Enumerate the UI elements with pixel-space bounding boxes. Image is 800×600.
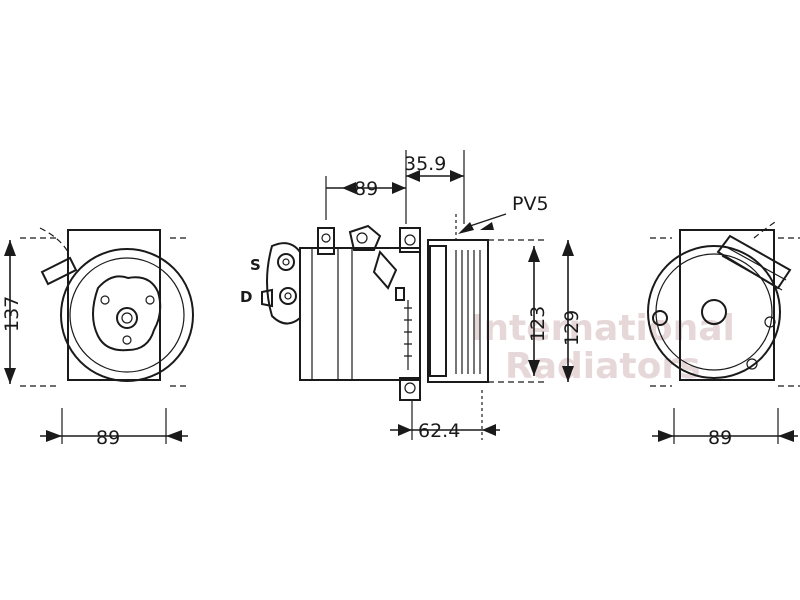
rear-view-center xyxy=(701,299,727,325)
side-view-port-flange xyxy=(261,288,273,308)
side-view-front-ear xyxy=(399,227,421,253)
side-view-suction-port-core xyxy=(282,258,290,266)
rear-view-extension-lines xyxy=(650,237,800,387)
dim-123-arrow-bottom xyxy=(528,360,540,376)
rear-view-ear-arc xyxy=(753,219,779,239)
front-view-ear-arc xyxy=(39,227,69,253)
dim-side-35-arrow xyxy=(450,170,464,182)
side-view-fitting-hole xyxy=(356,232,368,244)
side-view-front-ear-hole xyxy=(404,234,416,246)
suction-port-label: S xyxy=(250,256,261,274)
dim-89-left-arrow xyxy=(46,430,62,442)
dim-129-arrow-top xyxy=(562,240,574,256)
dim-123-arrow-top xyxy=(528,246,540,262)
dim-side-35-label: 35.9 xyxy=(404,153,446,175)
front-view-extension-lines xyxy=(20,237,186,387)
side-view: S D 89 35.9 PV5 123 129 xyxy=(240,150,583,442)
watermark: International Radiators xyxy=(470,308,735,387)
watermark-line-1: International xyxy=(470,308,735,349)
dim-62-arrow xyxy=(398,424,412,436)
rear-view-connector-lines xyxy=(721,247,787,291)
front-view-shaft-core xyxy=(121,312,133,324)
front-view-connector xyxy=(40,256,78,286)
dim-89-right-arrow xyxy=(778,430,794,442)
side-view-body-lines xyxy=(311,248,353,380)
watermark-line-2: Radiators xyxy=(505,346,701,387)
rear-view-housing xyxy=(679,229,775,381)
dim-side-89-label: 89 xyxy=(354,178,378,200)
rear-view-bolt xyxy=(746,358,758,370)
side-view-bottom-ear xyxy=(399,377,421,401)
side-view-port-block xyxy=(266,242,301,325)
dim-137-arrow-bottom xyxy=(4,368,16,384)
rear-view: 89 xyxy=(647,219,800,449)
front-view-mounting-plate xyxy=(67,229,161,381)
front-view-bolt xyxy=(145,295,155,305)
rear-view-outer xyxy=(647,245,781,379)
side-view-discharge-port xyxy=(279,287,297,305)
front-view-bolt xyxy=(100,295,110,305)
dim-129-label: 129 xyxy=(561,310,583,346)
dim-62-arrow xyxy=(482,424,496,436)
front-view-clutch-hub xyxy=(92,275,162,352)
dim-137-label: 137 xyxy=(1,296,23,332)
belt-type-label: PV5 xyxy=(512,193,549,215)
side-view-valve xyxy=(372,249,398,290)
side-view-discharge-port-core xyxy=(284,292,292,300)
dim-89-left-arrow xyxy=(166,430,182,442)
dim-89-left-label: 89 xyxy=(96,427,120,449)
dim-123-label: 123 xyxy=(527,306,549,342)
side-view-suction-port xyxy=(277,253,295,271)
dim-89-right-arrow xyxy=(658,430,674,442)
dim-side-89-arrow xyxy=(392,182,406,194)
front-view-shaft xyxy=(116,307,138,329)
belt-leader-arrow xyxy=(458,222,474,234)
dim-62-label: 62.4 xyxy=(418,420,460,442)
belt-leader-line xyxy=(469,213,507,227)
belt-leader-arrow xyxy=(480,222,494,230)
dim-129-arrow-bottom xyxy=(562,366,574,382)
discharge-port-label: D xyxy=(240,288,252,306)
side-view-belt-grooves xyxy=(455,250,481,374)
side-view-switch xyxy=(395,287,405,301)
front-view-pulley-outer xyxy=(60,248,194,382)
dim-89-right-label: 89 xyxy=(708,427,732,449)
dim-side-89-arrow xyxy=(342,182,356,194)
front-view-pulley-inner xyxy=(69,257,185,373)
front-view-bolt xyxy=(122,335,132,345)
side-view-top-fitting xyxy=(348,224,382,251)
front-view: 137 89 xyxy=(1,227,194,449)
side-view-clutch xyxy=(429,245,447,377)
side-view-pulley-extension xyxy=(488,239,548,383)
side-view-ribbing xyxy=(404,300,412,370)
rear-view-plug xyxy=(652,310,668,326)
dim-side-35-arrow xyxy=(406,170,420,182)
rear-view-bolt xyxy=(764,316,776,328)
dim-137-arrow-top xyxy=(4,240,16,256)
side-view-body xyxy=(299,247,421,381)
side-view-mount-hole xyxy=(321,233,331,243)
side-view-mount-ear xyxy=(317,227,335,255)
side-view-bottom-ear-hole xyxy=(404,382,416,394)
